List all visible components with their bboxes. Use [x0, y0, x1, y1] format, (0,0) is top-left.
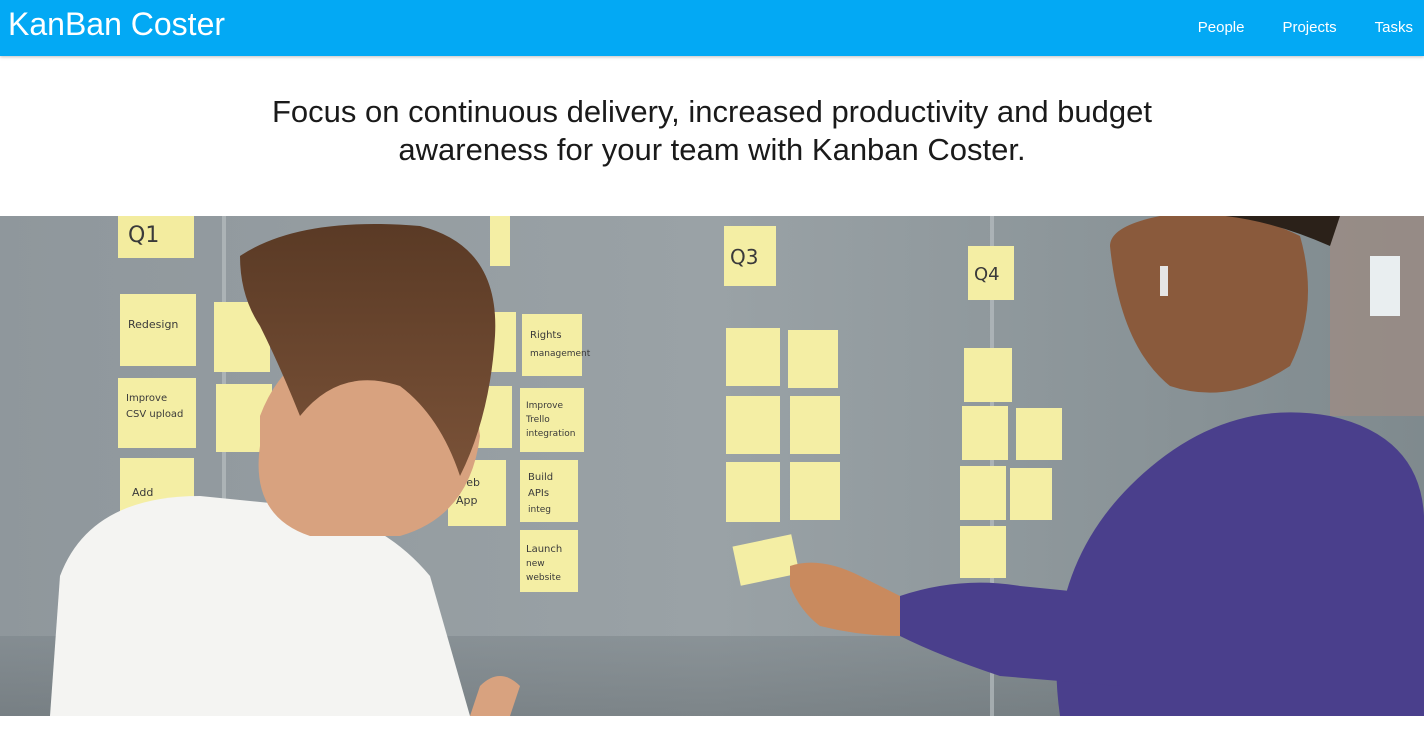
- note-add-line1: Add: [132, 486, 153, 499]
- nav-link-projects[interactable]: Projects: [1282, 19, 1337, 36]
- note-redesign: Redesign: [128, 318, 178, 331]
- hero-headline: Focus on continuous delivery, increased …: [0, 93, 1424, 169]
- note-launch-line2: new: [526, 559, 545, 569]
- nav-link-people[interactable]: People: [1197, 19, 1245, 36]
- note-csv-line1: Improve: [126, 393, 167, 404]
- hero-photo-illustration: Q1 Redesign Improve CSV upload Add about…: [0, 216, 1424, 716]
- hero-headline-line1: Focus on continuous delivery, increased …: [271, 94, 1152, 129]
- hero-headline-line2: awareness for your team with Kanban Cost…: [398, 132, 1026, 167]
- brand-logo-link[interactable]: KanBan Coster: [8, 6, 226, 42]
- note-build-line2: APIs: [528, 488, 549, 499]
- note-launch-line1: Launch: [526, 544, 562, 555]
- note-q1: Q1: [128, 223, 159, 248]
- note-q4: Q4: [974, 264, 1000, 285]
- note-csv-line2: CSV upload: [126, 409, 183, 420]
- nav-link-tasks[interactable]: Tasks: [1374, 19, 1413, 36]
- nav-links: People Projects Tasks: [1198, 0, 1424, 56]
- person-left: [50, 224, 520, 716]
- note-rights-line1: Rights: [530, 330, 562, 341]
- hero-image: Q1 Redesign Improve CSV upload Add about…: [0, 216, 1424, 716]
- top-navbar: KanBan Coster People Projects Tasks: [0, 0, 1424, 56]
- person-right: [790, 216, 1424, 716]
- note-trello-line1: Improve: [526, 401, 563, 411]
- note-build-line3: integ: [528, 505, 551, 515]
- note-launch-line3: website: [526, 573, 561, 583]
- note-trello-line2: Trello: [525, 415, 550, 425]
- note-rights-line2: management: [530, 349, 591, 359]
- note-q3: Q3: [730, 245, 758, 269]
- note-webapp-line2: App: [456, 494, 478, 507]
- note-build-line1: Build: [528, 472, 553, 483]
- note-trello-line3: integration: [526, 429, 575, 439]
